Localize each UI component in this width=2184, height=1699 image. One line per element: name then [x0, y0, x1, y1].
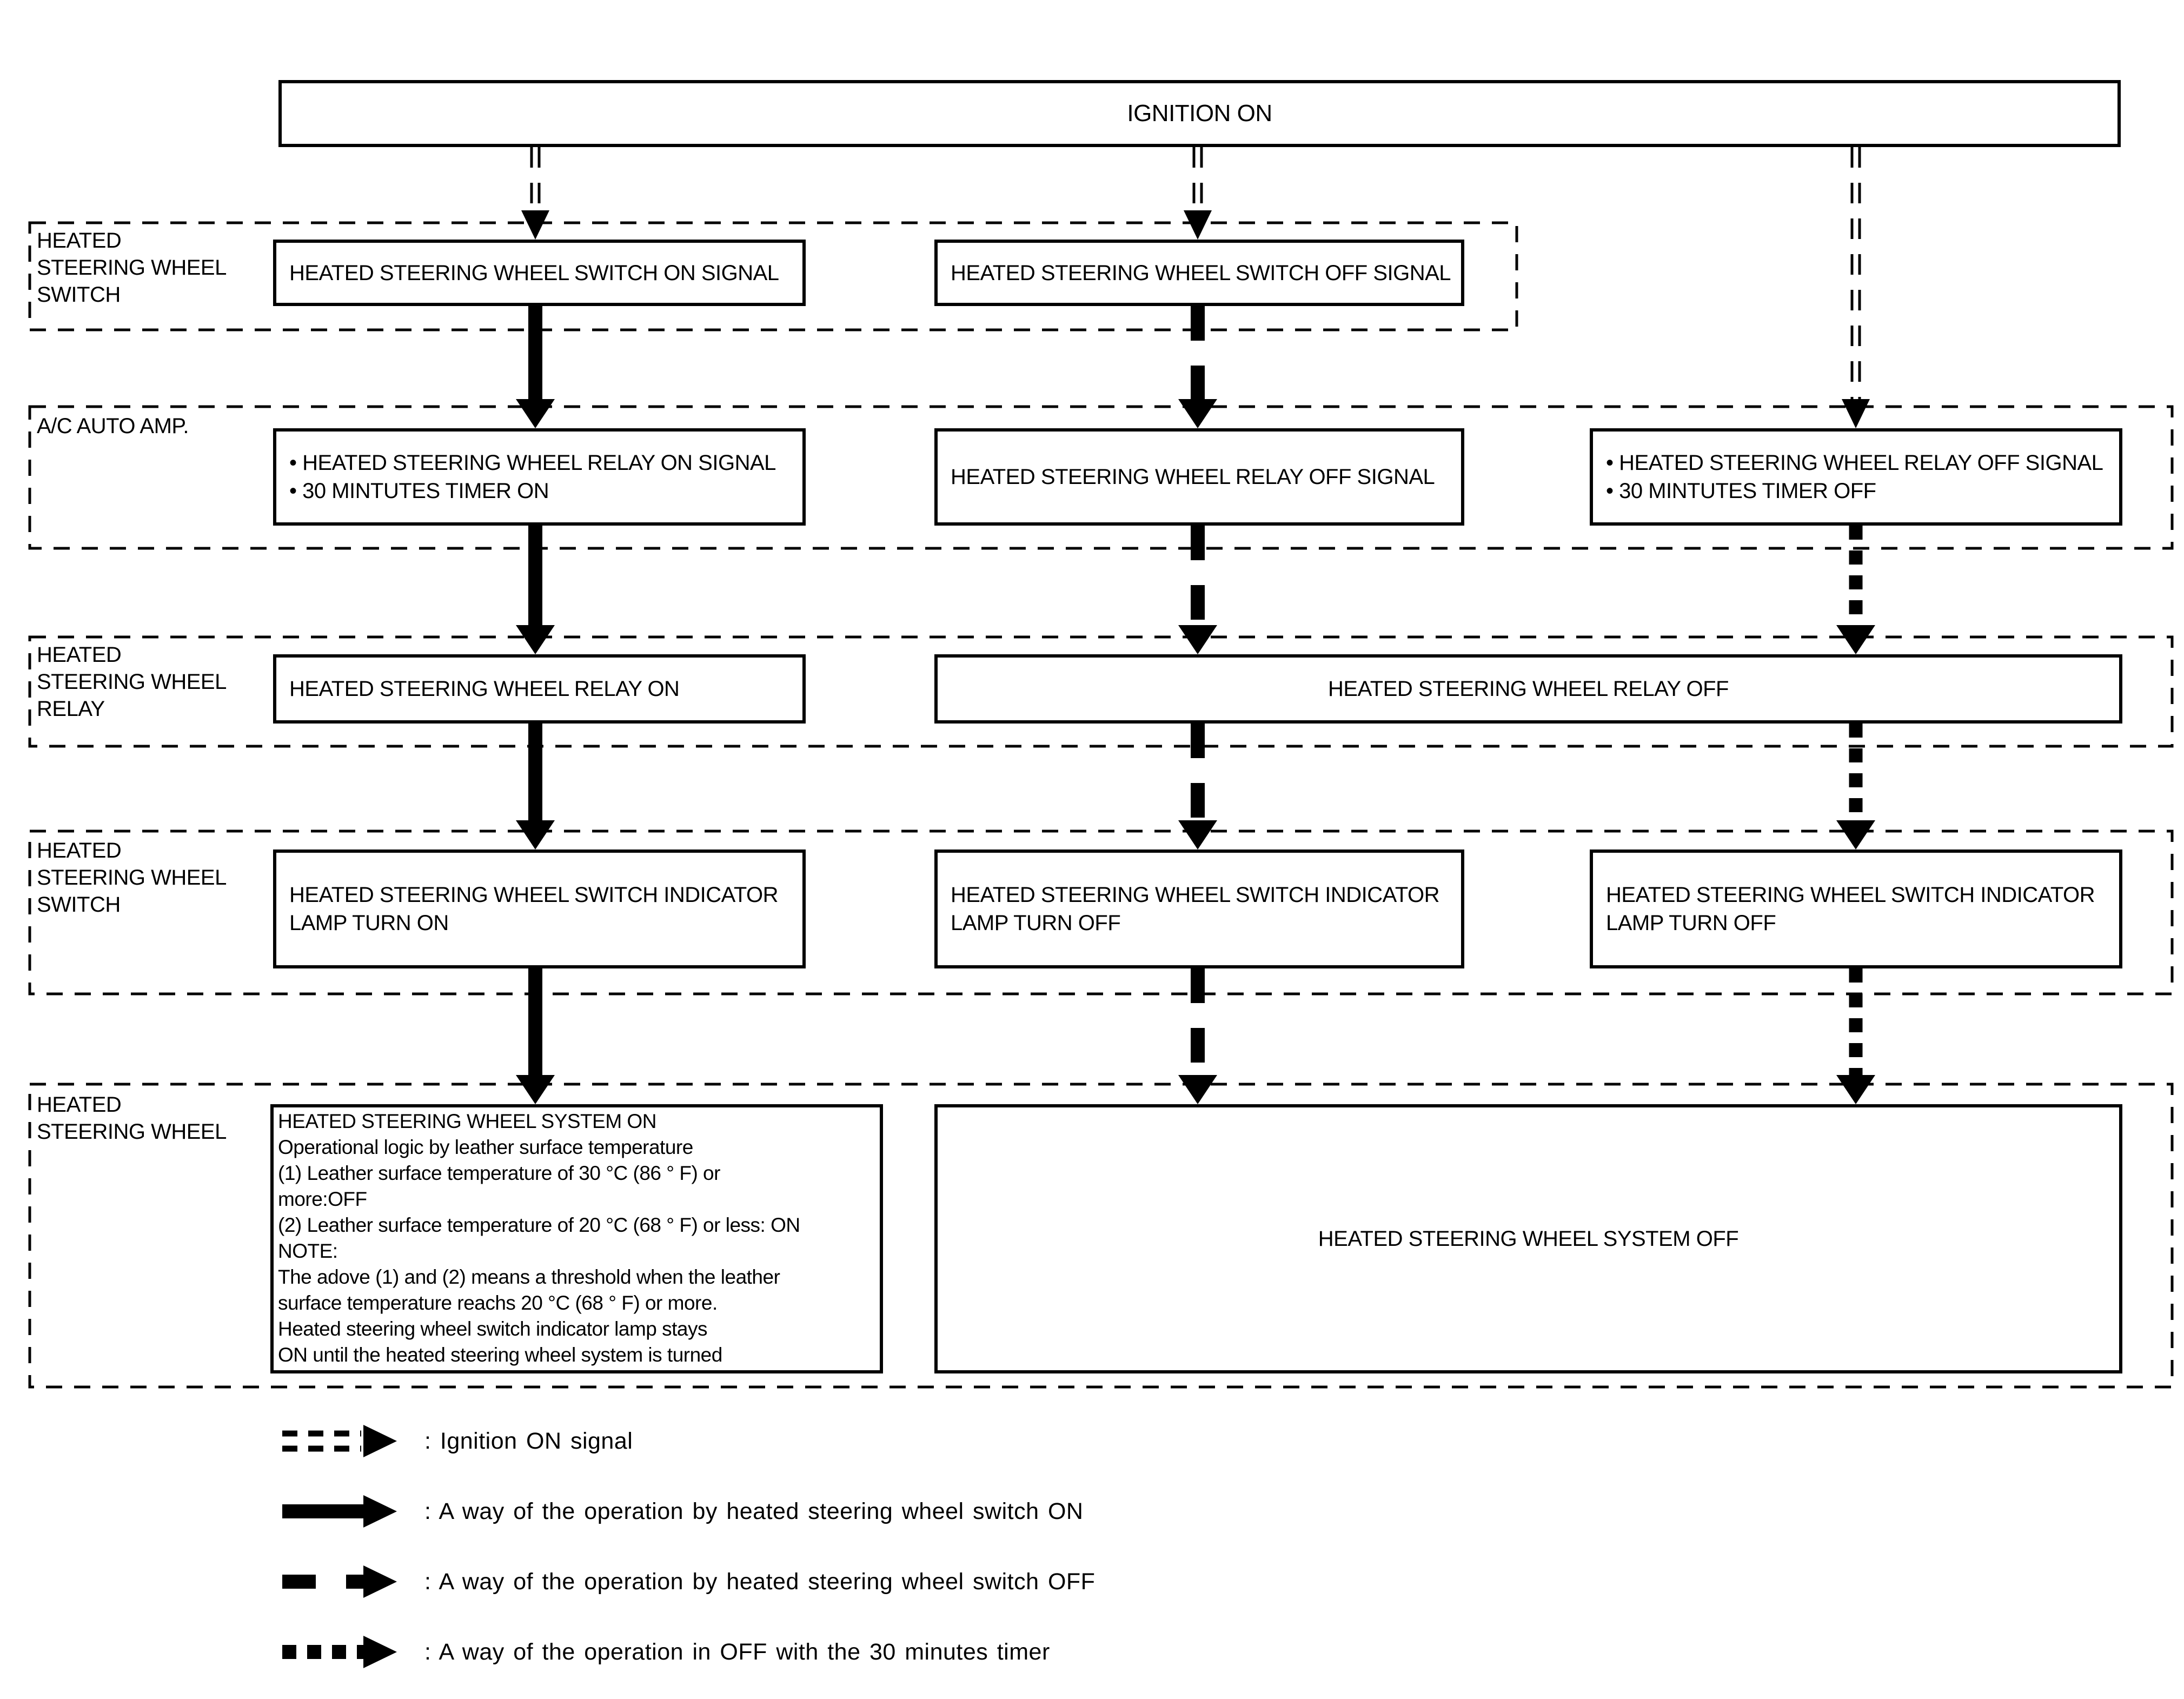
arrowhead-down-icon [1178, 625, 1217, 654]
legend-dotted-arrow-icon [282, 1636, 397, 1668]
arrowhead-down-icon [516, 625, 555, 654]
group-border-switch-indicator [28, 829, 2174, 995]
switch-on-arrowheads [516, 399, 555, 1104]
ignition-signal-arrowheads [521, 210, 1870, 428]
arrowhead-down-icon [516, 1075, 555, 1104]
arrowhead-down-icon [1842, 399, 1870, 428]
box-indicator-lamp-turn-off-switch: HEATED STEERING WHEEL SWITCH INDICATOR L… [934, 849, 1464, 968]
legend-label-switch-off-operation: : A way of the operation by heated steer… [424, 1569, 1096, 1595]
arrowhead-down-icon [1178, 399, 1217, 428]
arrowhead-down-icon [521, 210, 549, 240]
legend-label-ignition-on-signal: : Ignition ON signal [424, 1428, 633, 1454]
ignition-signal-arrows [530, 147, 1861, 401]
legend-ignition-arrow-icon [282, 1425, 397, 1457]
arrowhead-down-icon [1836, 820, 1875, 849]
group-label-ac-auto-amp: A/C AUTO AMP. [37, 414, 189, 438]
arrowhead-down-icon [1836, 625, 1875, 654]
group-label-switch-signals: HEATED STEERING WHEEL SWITCH [37, 229, 227, 307]
legend-long-dash-arrow-icon [282, 1565, 397, 1598]
arrowhead-right-icon [363, 1636, 397, 1668]
legend-solid-arrow-icon [282, 1495, 397, 1528]
box-relay-off: HEATED STEERING WHEEL RELAY OFF [934, 654, 2122, 724]
box-indicator-lamp-turn-on: HEATED STEERING WHEEL SWITCH INDICATOR L… [273, 849, 806, 968]
group-border-heated-steering-wheel [28, 1083, 2174, 1389]
arrowhead-down-icon [1184, 210, 1212, 240]
ignition-on-box: IGNITION ON [278, 80, 2121, 147]
group-label-switch-indicator: HEATED STEERING WHEEL SWITCH [37, 839, 227, 917]
arrowhead-down-icon [516, 399, 555, 428]
arrowhead-down-icon [1178, 1075, 1217, 1104]
switch-off-arrowheads [1178, 399, 1217, 1104]
arrowhead-right-icon [363, 1565, 397, 1598]
timer-off-arrowheads [1836, 625, 1875, 1104]
box-relay-on: HEATED STEERING WHEEL RELAY ON [273, 654, 806, 724]
group-borders [28, 221, 2174, 1389]
arrowhead-down-icon [1178, 820, 1217, 849]
arrowhead-down-icon [1836, 1075, 1875, 1104]
group-border-relay [28, 635, 2174, 748]
group-border-ac-auto-amp [28, 405, 2174, 550]
box-relay-on-signal-timer-on: • HEATED STEERING WHEEL RELAY ON SIGNAL … [273, 428, 806, 526]
box-relay-off-signal-timer-off: • HEATED STEERING WHEEL RELAY OFF SIGNAL… [1590, 428, 2122, 526]
group-border-switch-signals [28, 221, 1518, 331]
legend-label-switch-on-operation: : A way of the operation by heated steer… [424, 1498, 1084, 1524]
box-switch-on-signal: HEATED STEERING WHEEL SWITCH ON SIGNAL [273, 240, 806, 306]
box-system-off: HEATED STEERING WHEEL SYSTEM OFF [934, 1104, 2122, 1373]
arrowhead-right-icon [363, 1425, 397, 1457]
legend-label-timer-off-operation: : A way of the operation in OFF with the… [424, 1639, 1050, 1665]
box-indicator-lamp-turn-off-timer: HEATED STEERING WHEEL SWITCH INDICATOR L… [1590, 849, 2122, 968]
group-label-heated-steering-wheel: HEATED STEERING WHEEL [37, 1093, 227, 1144]
box-relay-off-signal: HEATED STEERING WHEEL RELAY OFF SIGNAL [934, 428, 1464, 526]
arrowhead-down-icon [516, 820, 555, 849]
box-switch-off-signal: HEATED STEERING WHEEL SWITCH OFF SIGNAL [934, 240, 1464, 306]
box-system-on-logic: HEATED STEERING WHEEL SYSTEM ON Operatio… [270, 1104, 883, 1373]
group-label-relay: HEATED STEERING WHEEL RELAY [37, 643, 227, 721]
arrowhead-right-icon [363, 1495, 397, 1528]
